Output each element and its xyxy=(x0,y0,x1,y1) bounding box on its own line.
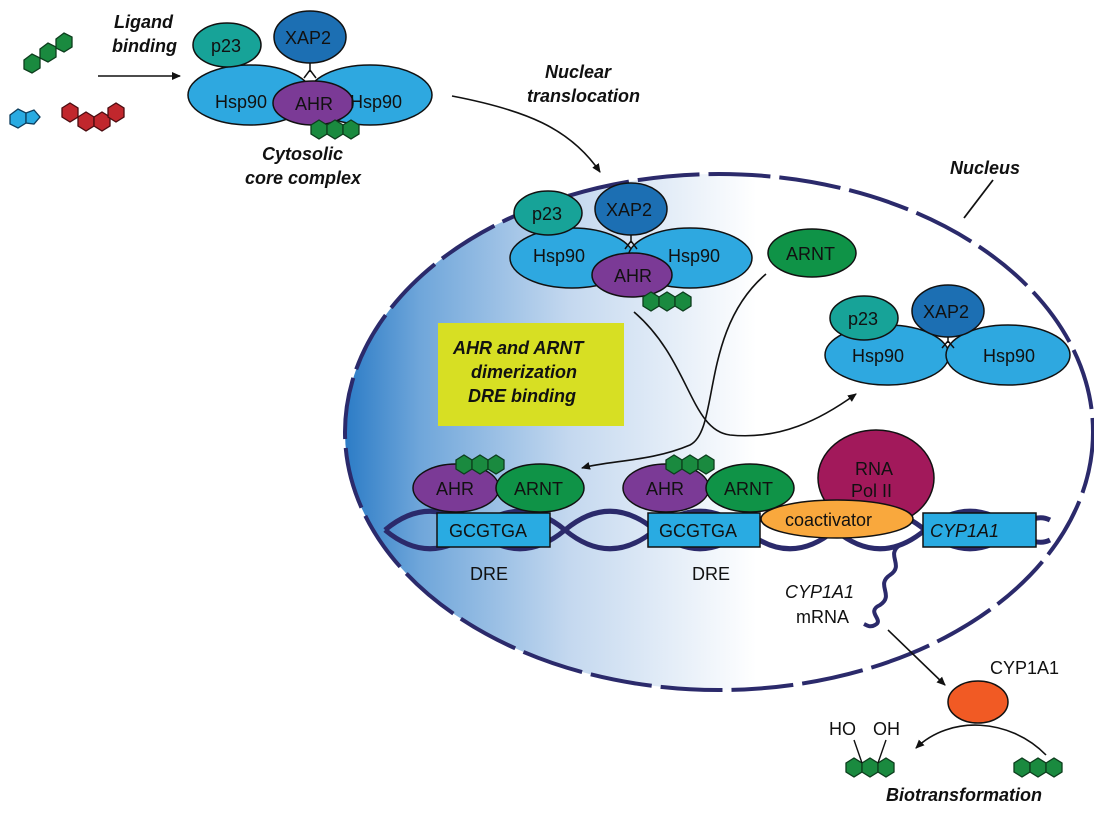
nucleus-pointer xyxy=(963,179,994,219)
arnt-bound-1-label: ARNT xyxy=(514,479,563,499)
rna-pol-label-2: Pol II xyxy=(851,481,892,501)
dre-label-1: DRE xyxy=(470,564,508,584)
arnt-free xyxy=(767,228,857,278)
hsp90-right-label: Hsp90 xyxy=(983,346,1035,366)
p23-label: p23 xyxy=(848,309,878,329)
dimerization-label-1: AHR and ARNT xyxy=(452,338,585,358)
xap2-label: XAP2 xyxy=(285,28,331,48)
xap2-label: XAP2 xyxy=(606,200,652,220)
cytosolic-complex: p23 XAP2 Hsp90 Hsp90 AHR xyxy=(187,10,433,140)
bound-ligand-icon xyxy=(665,454,715,475)
cyp1a1-gene-box xyxy=(922,512,1037,548)
arnt-bound-2 xyxy=(705,463,795,513)
mrna-label-2: mRNA xyxy=(796,607,849,627)
nuclear-translocation-label-1: Nuclear xyxy=(545,62,612,82)
hsp90-left-label: Hsp90 xyxy=(215,92,267,112)
nuclear-translocation-label-2: translocation xyxy=(527,86,640,106)
dre-box-2 xyxy=(647,512,761,548)
cytosolic-label-2: core complex xyxy=(245,168,362,188)
hydroxylated-product-icon xyxy=(845,739,895,778)
ho-label: HO xyxy=(829,719,856,739)
cyp1a1-gene-label: CYP1A1 xyxy=(930,521,999,541)
released-complex: p23 XAP2 Hsp90 Hsp90 xyxy=(824,284,1071,386)
bound-ligand-icon xyxy=(455,454,505,475)
cytosolic-label-1: Cytosolic xyxy=(262,144,343,164)
ligand-binding-label-1: Ligand xyxy=(114,12,174,32)
hsp90-left-label: Hsp90 xyxy=(533,246,585,266)
dimerization-label-2: dimerization xyxy=(471,362,577,382)
arnt-path-to-dna xyxy=(581,273,767,470)
translation-arrow xyxy=(887,629,946,686)
cyp1a1-enzyme xyxy=(947,680,1009,724)
ahr-bound-1-label: AHR xyxy=(436,479,474,499)
dimerization-box xyxy=(438,323,624,426)
coactivator xyxy=(760,499,914,539)
ahr-label: AHR xyxy=(295,94,333,114)
dre-sequence-1: GCGTGA xyxy=(449,521,527,541)
arnt-free-label: ARNT xyxy=(786,244,835,264)
p23 xyxy=(192,22,262,68)
oh-label: OH xyxy=(873,719,900,739)
hsp90-left-label: Hsp90 xyxy=(852,346,904,366)
mrna-label-1: CYP1A1 xyxy=(785,582,854,602)
hsp90-right-label: Hsp90 xyxy=(668,246,720,266)
bound-ligand-icon xyxy=(310,119,360,140)
xap2-label: XAP2 xyxy=(923,302,969,322)
arnt-bound-2-label: ARNT xyxy=(724,479,773,499)
ahr-label: AHR xyxy=(614,266,652,286)
ahr-bound-2-label: AHR xyxy=(646,479,684,499)
nuclear-complex: p23 XAP2 Hsp90 Hsp90 AHR xyxy=(509,182,753,312)
arnt-bound-1 xyxy=(495,463,585,513)
ahr-path-to-release xyxy=(633,311,857,437)
bound-ligand-icon xyxy=(642,291,692,312)
dre-sequence-2: GCGTGA xyxy=(659,521,737,541)
ligand-binding-label-2: binding xyxy=(112,36,177,56)
rna-pol-label-1: RNA xyxy=(855,459,893,479)
ligand-red-icon xyxy=(61,102,125,132)
translocation-arrow xyxy=(451,95,601,173)
nucleus-label: Nucleus xyxy=(950,158,1020,178)
dre-box-1 xyxy=(436,512,551,548)
dre-label-2: DRE xyxy=(692,564,730,584)
substrate-ligand-icon xyxy=(1013,757,1063,778)
mrna-strand xyxy=(863,543,902,629)
coactivator-label: coactivator xyxy=(785,510,872,530)
biotransformation-arrow xyxy=(915,724,1047,756)
ligand-green-icon xyxy=(23,32,73,74)
p23-label: p23 xyxy=(211,36,241,56)
cyp1a1-enzyme-label: CYP1A1 xyxy=(990,658,1059,678)
p23-label: p23 xyxy=(532,204,562,224)
hsp90-right-label: Hsp90 xyxy=(350,92,402,112)
dimerization-label-3: DRE binding xyxy=(468,386,576,406)
biotransformation-label: Biotransformation xyxy=(886,785,1042,805)
ligand-blue-icon xyxy=(9,108,41,129)
